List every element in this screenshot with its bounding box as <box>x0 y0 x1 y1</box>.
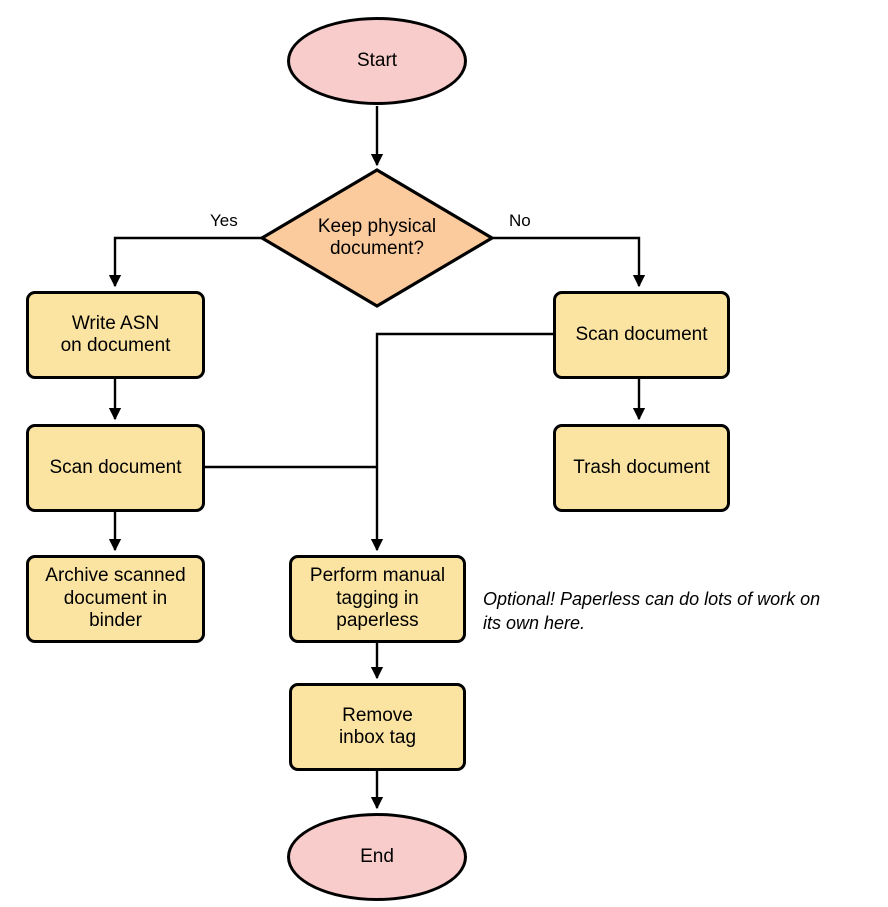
node-end-label: End <box>360 845 394 867</box>
node-archive-label-line1: Archive scanned <box>45 565 186 587</box>
edge-label-no: No <box>509 211 531 230</box>
annotation-optional-note-line1: Optional! Paperless can do lots of work … <box>483 589 821 609</box>
node-trash-document-label: Trash document <box>573 456 710 478</box>
edge-label-yes: Yes <box>210 211 238 230</box>
node-decision-keep-physical-document[interactable]: Keep physical document? <box>277 205 477 271</box>
node-write-asn-label-line2: on document <box>60 335 171 356</box>
node-archive-label-line3: binder <box>89 610 142 632</box>
node-remove-inbox-tag[interactable]: Remove inbox tag <box>289 683 466 771</box>
node-remove-inbox-label-line2: inbox tag <box>338 727 417 748</box>
node-scan-document-left-label: Scan document <box>49 456 182 478</box>
node-trash-document[interactable]: Trash document <box>553 424 730 512</box>
node-decision-label-line2: document? <box>329 238 424 259</box>
node-perform-manual-tagging-in-paperless[interactable]: Perform manual tagging in paperless <box>289 555 466 643</box>
annotation-optional-note: Optional! Paperless can do lots of work … <box>483 588 883 636</box>
node-manual-tagging-label-line1: Perform manual <box>309 565 446 587</box>
edge-scan-right-to-manual-tagging <box>370 332 553 552</box>
node-manual-tagging-label-line2: tagging in <box>336 587 419 609</box>
node-start[interactable]: Start <box>287 17 467 105</box>
node-start-label: Start <box>356 49 398 71</box>
edge-decision-no-to-scan-right <box>492 236 646 288</box>
annotation-optional-note-line2: its own here. <box>483 612 586 633</box>
node-decision-label-line1: Keep physical <box>317 215 437 237</box>
node-write-asn-label-line1: Write ASN <box>71 312 160 334</box>
node-write-asn-on-document[interactable]: Write ASN on document <box>26 291 205 379</box>
node-archive-scanned-document-in-binder[interactable]: Archive scanned document in binder <box>26 555 205 643</box>
node-scan-document-left[interactable]: Scan document <box>26 424 205 512</box>
node-archive-label-line2: document in <box>63 587 168 609</box>
node-scan-document-right[interactable]: Scan document <box>553 291 730 379</box>
node-scan-document-right-label: Scan document <box>575 323 708 345</box>
node-manual-tagging-label-line3: paperless <box>336 610 419 632</box>
edge-decision-yes-to-write-asn <box>108 236 262 288</box>
node-end[interactable]: End <box>287 813 467 901</box>
node-remove-inbox-label-line1: Remove <box>342 704 413 726</box>
